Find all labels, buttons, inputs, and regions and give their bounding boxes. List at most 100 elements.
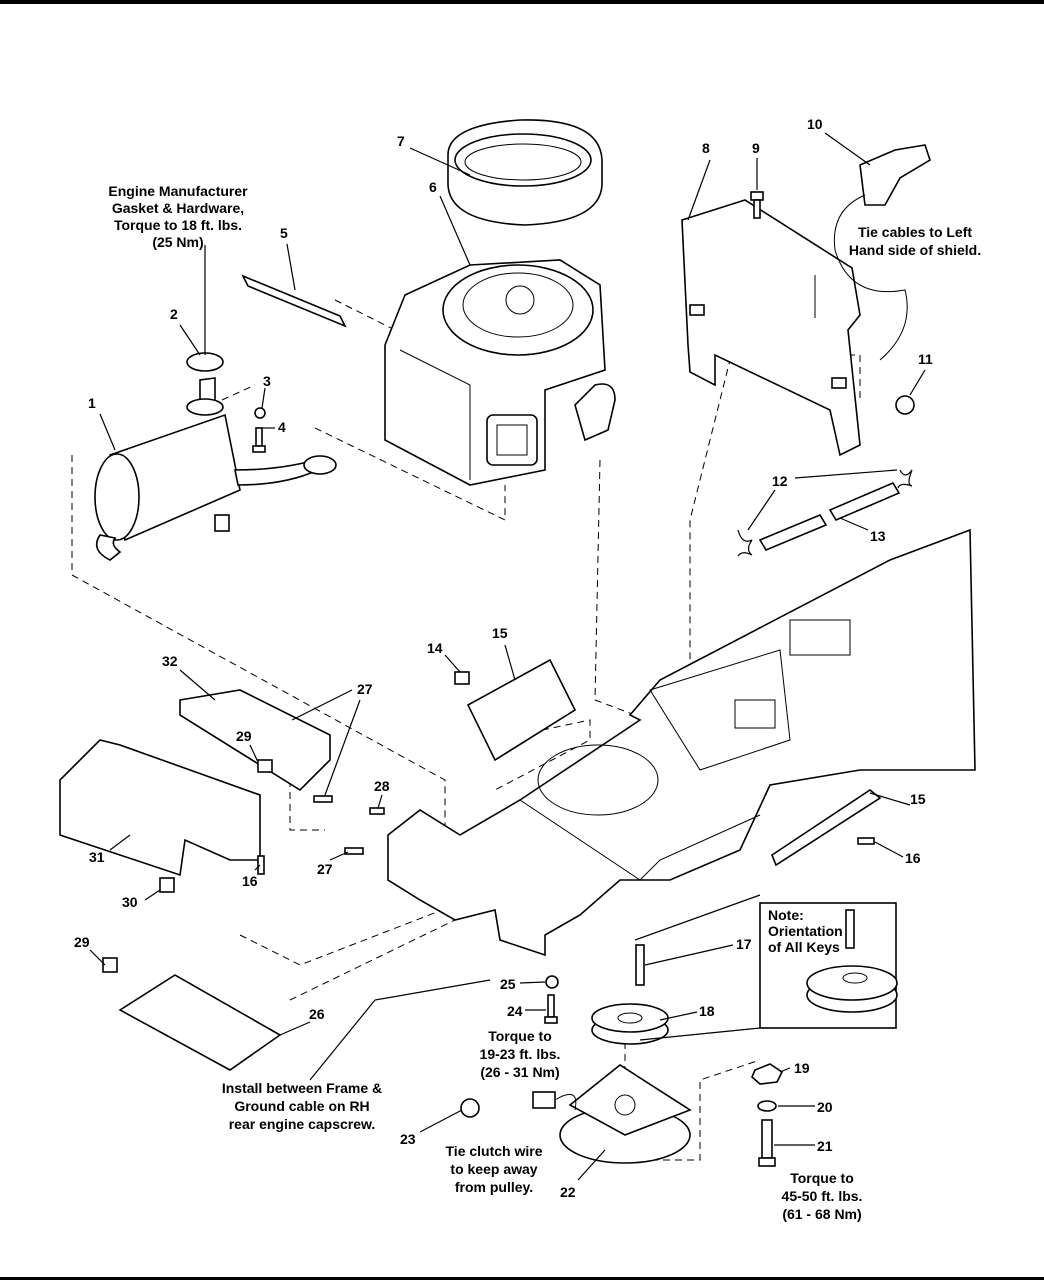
part-14-clip — [454, 671, 470, 685]
note-torque-21: Torque to 45-50 ft. lbs. (61 - 68 Nm) — [782, 1170, 863, 1222]
part-2-gasket — [186, 352, 224, 372]
callout-1: 1 — [88, 395, 96, 411]
note-clutch-wire: Tie clutch wire to keep away from pulley… — [446, 1143, 543, 1195]
part-29-clip-lower — [102, 957, 118, 973]
note-engine-gasket: Engine Manufacturer Gasket & Hardware, T… — [108, 183, 248, 250]
part-21-bolt — [758, 1119, 776, 1167]
callout-26: 26 — [309, 1006, 325, 1022]
part-1-muffler — [94, 377, 337, 561]
note-line: Install between Frame & — [222, 1080, 382, 1096]
callout-12: 12 — [772, 473, 788, 489]
part-32-plate — [179, 689, 331, 792]
part-5-stud — [241, 274, 347, 328]
part-13-tubes — [758, 481, 901, 552]
part-20-washer — [757, 1100, 777, 1112]
keys-note-line-1: Note: — [768, 907, 804, 923]
callout-31: 31 — [89, 849, 105, 865]
note-line: 45-50 ft. lbs. — [782, 1188, 863, 1204]
part-15-bracket-top — [466, 658, 577, 762]
part-7-air-cleaner-cover — [447, 119, 603, 226]
callout-7: 7 — [397, 133, 405, 149]
note-line: from pulley. — [455, 1179, 533, 1195]
callout-4: 4 — [278, 419, 286, 435]
note-line: Tie clutch wire — [446, 1143, 543, 1159]
part-6-engine — [384, 259, 616, 486]
part-12-ties — [737, 469, 913, 557]
callout-11: 11 — [918, 351, 933, 367]
callout-32: 32 — [162, 653, 178, 669]
top-rule — [0, 0, 1044, 4]
part-26-plate — [118, 974, 282, 1071]
note-torque-24: Torque to 19-23 ft. lbs. (26 - 31 Nm) — [480, 1028, 561, 1080]
frame — [387, 528, 976, 957]
callout-19: 19 — [794, 1060, 810, 1076]
callout-3: 3 — [263, 373, 271, 389]
part-18-pulley — [591, 1003, 669, 1045]
note-line: to keep away — [450, 1161, 537, 1177]
note-tie-cables: Tie cables to Left Hand side of shield. — [849, 224, 981, 258]
leader-lines — [89, 132, 926, 1181]
part-9-bolt — [750, 191, 764, 219]
part-11-clip — [895, 395, 915, 415]
callout-29-lower: 29 — [74, 934, 90, 950]
note-line: Engine Manufacturer — [108, 183, 248, 199]
part-30-clip — [159, 877, 175, 893]
callout-16-right: 16 — [905, 850, 921, 866]
part-27-screw — [313, 795, 333, 803]
part-16-screw-right — [857, 837, 875, 845]
part-15-bracket-right — [771, 789, 882, 867]
part-19-nut — [751, 1063, 784, 1085]
note-line: Torque to — [488, 1028, 552, 1044]
keys-note-line-3: of All Keys — [768, 939, 840, 955]
callout-25: 25 — [500, 976, 516, 992]
part-29-clip-upper — [257, 759, 273, 773]
callout-28: 28 — [374, 778, 390, 794]
note-line: Tie cables to Left — [858, 224, 972, 240]
keys-note-line-2: Orientation — [768, 923, 843, 939]
part-3-washer — [254, 407, 266, 419]
note-line: 19-23 ft. lbs. — [480, 1046, 561, 1062]
part-8-heat-shield — [681, 199, 861, 457]
callout-27-upper: 27 — [357, 681, 373, 697]
callout-6: 6 — [429, 179, 437, 195]
callout-23: 23 — [400, 1131, 416, 1147]
callout-14: 14 — [427, 640, 443, 656]
callout-15-top: 15 — [492, 625, 508, 641]
note-line: Ground cable on RH — [234, 1098, 369, 1114]
callout-2: 2 — [170, 306, 178, 322]
callout-5: 5 — [280, 225, 288, 241]
callout-29-upper: 29 — [236, 728, 252, 744]
callout-9: 9 — [752, 140, 760, 156]
part-22-electric-clutch — [532, 1064, 692, 1164]
keys-note-box: Note: Orientation of All Keys — [759, 902, 898, 1029]
bottom-rule — [0, 1277, 1044, 1280]
callout-18: 18 — [699, 1003, 715, 1019]
note-line: (61 - 68 Nm) — [782, 1206, 861, 1222]
callout-20: 20 — [817, 1099, 833, 1115]
part-31-cover — [59, 739, 261, 877]
callout-8: 8 — [702, 140, 710, 156]
part-24-bolt — [544, 994, 558, 1024]
note-line: Torque to 18 ft. lbs. — [114, 217, 242, 233]
note-line: Gasket & Hardware, — [112, 200, 244, 216]
part-23-wire-tie — [460, 1098, 480, 1118]
note-ground-cable: Install between Frame & Ground cable on … — [222, 1080, 382, 1132]
callout-15-right: 15 — [910, 791, 926, 807]
note-line: Hand side of shield. — [849, 242, 981, 258]
callout-21: 21 — [817, 1138, 833, 1154]
callout-13: 13 — [870, 528, 886, 544]
part-10-cable-bracket — [833, 144, 931, 361]
note-line: (26 - 31 Nm) — [480, 1064, 559, 1080]
callout-30: 30 — [122, 894, 138, 910]
part-25-washer — [545, 975, 559, 989]
part-28-screw — [369, 807, 385, 815]
part-17-key — [635, 944, 645, 986]
note-line: Torque to — [790, 1170, 854, 1186]
callout-16-left: 16 — [242, 873, 258, 889]
note-line: (25 Nm) — [152, 234, 203, 250]
callout-17: 17 — [736, 936, 752, 952]
callout-27-lower: 27 — [317, 861, 333, 877]
note-line: rear engine capscrew. — [229, 1116, 376, 1132]
part-4-bolt — [252, 427, 266, 453]
